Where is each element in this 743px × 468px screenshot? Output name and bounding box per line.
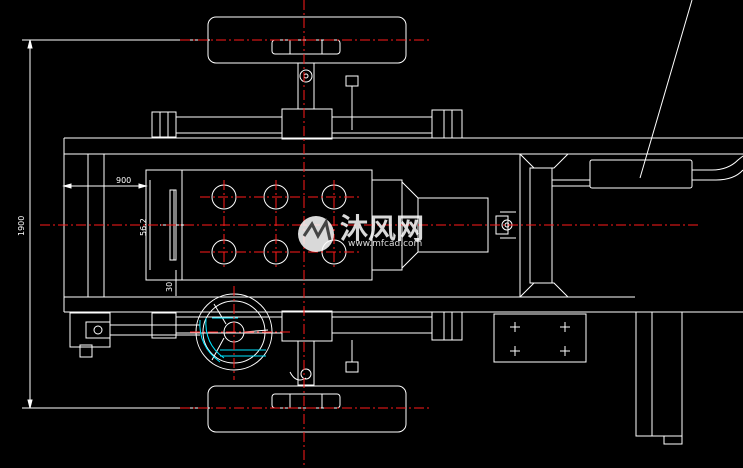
dimension-label-overall-height: 1900 [17, 216, 26, 236]
dimension-overall-height: 1900 [17, 39, 210, 409]
dimension-label-plate-height: 56.2 [139, 218, 148, 236]
main-frame [63, 0, 743, 313]
dimension-front-length: 900 [62, 176, 148, 189]
top-wheel [207, 16, 407, 130]
watermark-logo-icon [298, 216, 334, 252]
watermark-brand-cn: 沐风网 [340, 212, 424, 245]
rear-bracket [493, 311, 743, 445]
dimension-label-front-length: 900 [116, 176, 131, 185]
steering-wheel-accent [199, 317, 266, 363]
bottom-axle [69, 310, 463, 358]
dimension-label-plate-offset: 30 [165, 282, 174, 292]
watermark-brand-url: www.mfcad.com [348, 239, 422, 249]
dimension-plate-offset: 30 [165, 270, 177, 296]
bottom-wheel [207, 340, 407, 433]
watermark: 沐风网 www.mfcad.com [298, 212, 424, 252]
top-axle [151, 108, 463, 140]
